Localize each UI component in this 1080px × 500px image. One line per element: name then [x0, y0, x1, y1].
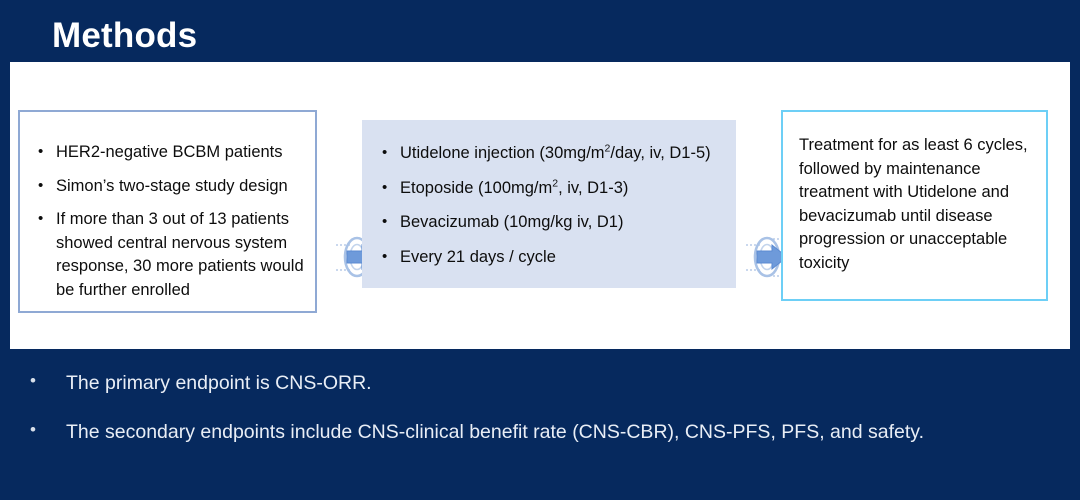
list-item: Utidelone injection (30mg/m2/day, iv, D1… — [380, 141, 736, 166]
regimen-text-pre: Etoposide (100mg/m — [400, 178, 553, 197]
list-item: Bevacizumab (10mg/kg iv, D1) — [380, 210, 736, 235]
maintenance-text: Treatment for as least 6 cycles, followe… — [799, 136, 1028, 272]
list-item: Etoposide (100mg/m2, iv, D1-3) — [380, 176, 736, 201]
regimen-text-pre: Utidelone injection (30mg/m — [400, 144, 605, 162]
endpoints-section: The primary endpoint is CNS-ORR. The sec… — [0, 368, 1080, 468]
regimen-text-post: /day, iv, D1-5) — [610, 144, 711, 162]
list-item: The primary endpoint is CNS-ORR. — [0, 368, 1080, 396]
eligibility-list: HER2-negative BCBM patients Simon’s two-… — [36, 140, 315, 302]
eligibility-box: HER2-negative BCBM patients Simon’s two-… — [18, 110, 317, 313]
content-panel: HER2-negative BCBM patients Simon’s two-… — [10, 62, 1070, 349]
regimen-text-pre: Every 21 days / cycle — [400, 247, 556, 266]
endpoints-list: The primary endpoint is CNS-ORR. The sec… — [0, 368, 1080, 445]
list-item: HER2-negative BCBM patients — [36, 140, 315, 165]
regimen-box: Utidelone injection (30mg/m2/day, iv, D1… — [362, 120, 736, 288]
list-item: Every 21 days / cycle — [380, 245, 736, 270]
superscript: 2 — [552, 177, 559, 189]
maintenance-box: Treatment for as least 6 cycles, followe… — [781, 110, 1048, 301]
regimen-list: Utidelone injection (30mg/m2/day, iv, D1… — [380, 141, 736, 270]
regimen-text-pre: Bevacizumab (10mg/kg iv, D1) — [400, 213, 624, 231]
arrow-regimen-to-maintenance-icon — [745, 229, 791, 285]
list-item: If more than 3 out of 13 patients showed… — [36, 207, 315, 302]
page-title: Methods — [52, 16, 198, 55]
regimen-text-post: , iv, D1-3) — [558, 178, 629, 197]
superscript: 2 — [604, 142, 611, 155]
list-item: The secondary endpoints include CNS-clin… — [0, 417, 1080, 445]
list-item: Simon’s two-stage study design — [36, 174, 315, 199]
